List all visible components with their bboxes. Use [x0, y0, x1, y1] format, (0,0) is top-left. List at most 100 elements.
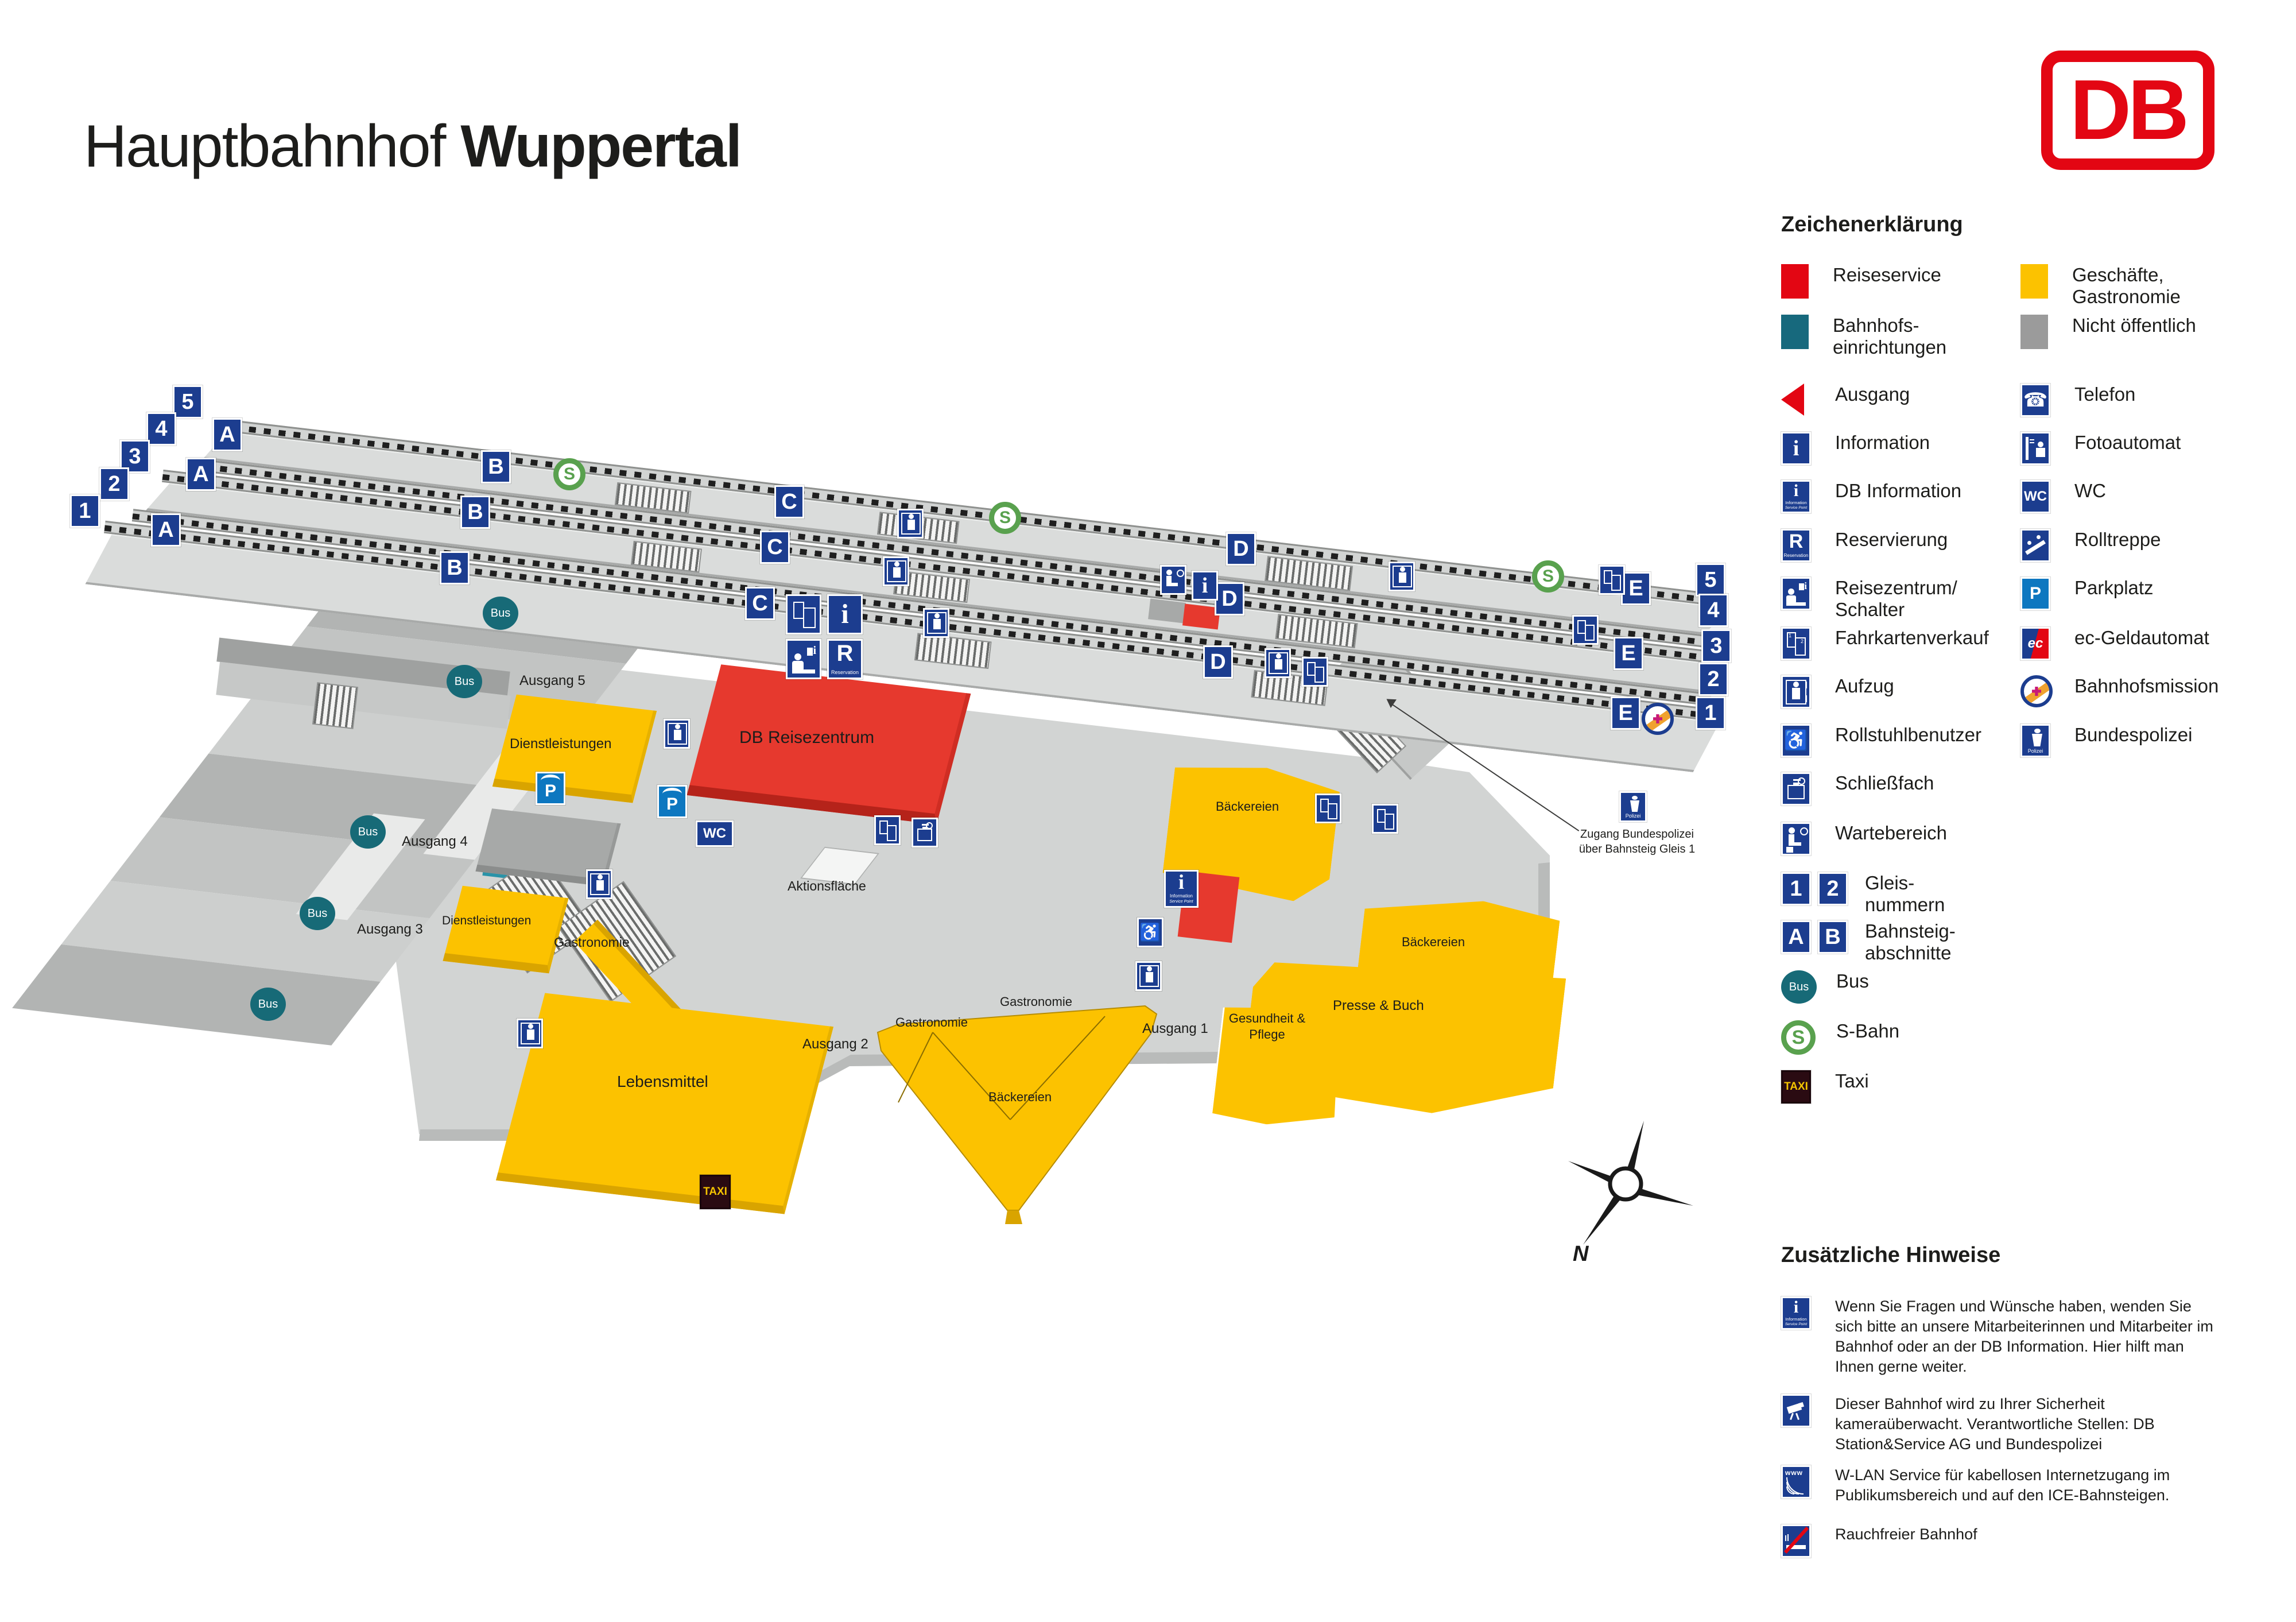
sbahn-icon: S [1781, 1020, 1816, 1055]
compass-north-label: N [1573, 1242, 1589, 1264]
track-number-sample-1: 1 [1781, 872, 1811, 905]
bus-stop-icon: Bus [300, 897, 335, 930]
note-camera: Dieser Bahnhof wird zu Ihrer Sicherheit … [1781, 1394, 2214, 1454]
track-number-sample-2: 2 [1818, 872, 1848, 905]
triangle-gastronomie-left-label: Gastronomie [895, 1015, 968, 1029]
section-A-platform23: A [186, 458, 216, 491]
dienstleistungen2-label: Dienstleistungen [442, 914, 532, 927]
legend-item-reiseservice: Reiseservice [1781, 264, 2005, 299]
triangle-gastronomie-right-label: Gastronomie [1000, 994, 1072, 1009]
parking-icon: P [2020, 577, 2050, 610]
bundespolizei-icon: Polizei [1619, 791, 1647, 822]
bus-stop-icon: Bus [447, 665, 482, 698]
parking-icon: P [657, 785, 687, 818]
section-E-platform23: E [1614, 637, 1643, 670]
triangle-baeckereien-label: Bäckereien [988, 1090, 1052, 1104]
title-station: Wuppertal [460, 113, 742, 180]
legend-item-taxi: TAXI Taxi [1781, 1070, 2007, 1104]
section-B-platform23: B [460, 495, 490, 529]
section-C-platform45: C [774, 485, 804, 518]
legend-item-bahnhofseinrichtungen: Bahnhofs­einrichtungen [1781, 315, 1965, 359]
ticket-machine-icon [1572, 615, 1599, 645]
ticket-machine-icon [874, 815, 901, 845]
bahnhofsmission-icon [1642, 703, 1674, 735]
legend-item-parkplatz: P Parkplatz [2020, 577, 2247, 610]
legend-item-gleisnummern: 1 2 Gleis­nummern [1781, 872, 1957, 916]
bahnhofsmission-icon [2020, 675, 2053, 707]
title-prefix: Hauptbahnhof [84, 113, 446, 180]
elevator-icon [1389, 562, 1415, 591]
ticket-machine-icon [1599, 565, 1625, 595]
section-sample-B: B [1818, 920, 1848, 954]
db-logo-text: DB [2070, 63, 2189, 157]
legend-item-ec: ec ec-Geldautomat [2020, 627, 2247, 660]
section-B-platform1: B [440, 551, 470, 584]
dienstleistungen1-label: Dienstleistungen [510, 736, 612, 752]
exit5-label: Ausgang 5 [519, 673, 585, 688]
legend-item-bundespolizei: Polizei Bundespolizei [2020, 724, 2247, 757]
wheelchair-icon: ♿ [1781, 724, 1811, 757]
elevator-icon [1265, 648, 1291, 678]
exit1-label: Ausgang 1 [1142, 1021, 1208, 1036]
legend-item-geschaefte: Geschäfte, Gastronomie [2020, 264, 2210, 308]
sbahn-icon: S [1532, 560, 1564, 593]
section-B-platform45: B [481, 450, 511, 483]
nicht-oeffentlich-swatch [2020, 315, 2048, 349]
exit5-stairs [312, 682, 359, 729]
bahnhofseinrichtungen-swatch [1781, 315, 1809, 349]
sbahn-icon: S [553, 458, 585, 490]
ec-atm-icon: ec [2020, 627, 2050, 660]
gesundheit-pflege-label: Gesundheit & Pflege [1228, 1011, 1306, 1042]
elevator-icon [1781, 675, 1811, 709]
section-D-platform23: D [1215, 582, 1244, 615]
ticket-machine-icon [1315, 793, 1341, 823]
track-number-right-1: 1 [1696, 696, 1725, 730]
elevator-icon [883, 556, 909, 586]
building-dienstleistungen-2 [443, 885, 569, 974]
gastronomie-strip-label: Gastronomie [554, 935, 630, 950]
track-number-right-3: 3 [1701, 629, 1731, 663]
station-map: 5 4 3 2 1 5 4 3 2 1 A A A B B B C C C D … [0, 344, 1779, 1378]
elevator-icon [1135, 961, 1162, 991]
travel-center-counter-icon: i [786, 639, 821, 679]
zugang-bundespolizei-label: Zugang Bundespolizei über Bahnsteig Glei… [1578, 828, 1696, 855]
waiting-area-icon [1781, 822, 1811, 855]
legend-item-sbahn: S S-Bahn [1781, 1020, 2008, 1055]
track-number-left-1: 1 [70, 494, 100, 528]
travel-center-counter-icon: i [1781, 577, 1811, 610]
information-icon: i [1781, 432, 1811, 465]
section-E-platform45: E [1621, 572, 1651, 605]
elevator-icon [923, 608, 949, 638]
section-A-platform1: A [151, 513, 181, 547]
reiseservice-swatch [1781, 264, 1809, 299]
no-smoking-icon [1781, 1524, 1811, 1558]
legend-item-reisezentrum: i Reisezentrum/ Schalter [1781, 577, 1979, 621]
exit-arrow-icon [1781, 384, 1804, 416]
legend-item-fotoautomat: Fotoautomat [2020, 432, 2247, 465]
escalator-icon [2020, 529, 2050, 562]
phone-icon: ☎ [2020, 384, 2050, 417]
section-C-platform1: C [745, 587, 775, 620]
legend-item-aufzug: Aufzug [1781, 675, 2007, 709]
legend-item-rollstuhlbenutzer: ♿ Rollstuhlbenutzer [1781, 724, 2007, 757]
bus-stop-icon: Bus [483, 597, 518, 630]
ticket-machine-icon [1372, 804, 1398, 834]
elevator-icon [517, 1019, 543, 1048]
parking-icon: P [536, 772, 565, 805]
note-rauchfrei: Rauchfreier Bahnhof [1781, 1524, 2214, 1558]
locker-icon [1781, 772, 1811, 806]
baeckereien-south-label: Bäckereien [1402, 935, 1465, 949]
notes-heading: Zusätzliche Hinweise [1781, 1243, 2001, 1267]
legend-item-nicht-oeffentlich: Nicht öffentlich [2020, 315, 2244, 349]
db-logo: DB [2041, 51, 2214, 170]
exit4-label: Ausgang 4 [402, 834, 468, 849]
information-icon: i [827, 594, 863, 634]
section-C-platform23: C [760, 531, 790, 564]
bus-stop-icon: Bus [250, 988, 286, 1021]
geschaefte-swatch [2020, 264, 2048, 299]
